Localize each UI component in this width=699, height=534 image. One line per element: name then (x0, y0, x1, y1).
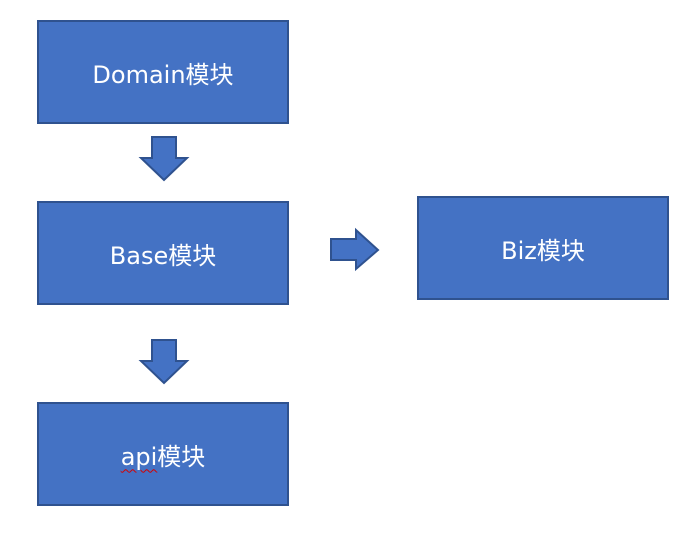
arrow-right-base-to-biz (330, 227, 380, 272)
domain-module-label: Domain模块 (92, 60, 234, 89)
biz-module-box: Biz模块 (417, 196, 669, 300)
arrow-down-base-to-api (138, 339, 190, 385)
api-module-label-suffix: 模块 (157, 442, 206, 471)
base-module-box: Base模块 (37, 201, 289, 305)
biz-module-label: Biz模块 (501, 236, 585, 265)
api-module-box: api模块 (37, 402, 289, 506)
api-module-label-prefix: api (120, 442, 158, 471)
domain-module-box: Domain模块 (37, 20, 289, 124)
api-module-label: api模块 (121, 437, 206, 472)
base-module-label: Base模块 (109, 241, 217, 270)
arrow-down-domain-to-base (138, 136, 190, 182)
